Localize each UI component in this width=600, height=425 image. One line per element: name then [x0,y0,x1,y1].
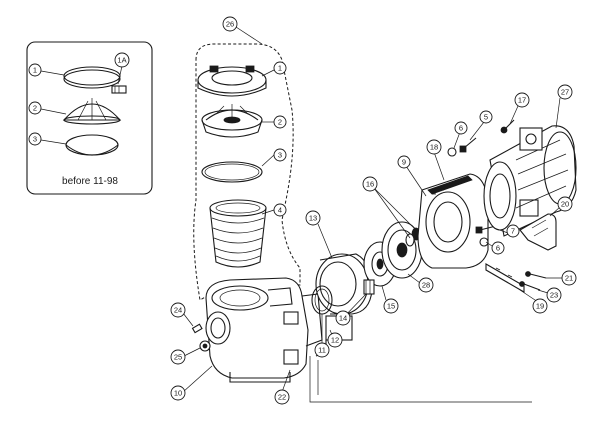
callout-1: 1 [273,61,287,75]
svg-text:28: 28 [422,281,430,290]
washer-6-bottom [479,237,489,247]
callout-18: 18 [426,139,442,155]
callout-4: 4 [273,203,287,217]
inset-callout-2: 2 [28,101,42,115]
svg-text:21: 21 [565,274,573,283]
callout-17: 17 [514,92,530,108]
svg-text:7: 7 [511,227,515,236]
base-bolt-21 [525,271,547,279]
inset-callout-1: 1 [28,63,42,77]
svg-text:26: 26 [226,20,234,29]
callout-10: 10 [170,385,186,401]
inset-o-ring [65,134,119,156]
svg-text:22: 22 [278,393,286,402]
callout-23: 23 [546,287,562,303]
callout-14: 14 [335,310,351,326]
svg-text:19: 19 [536,302,544,311]
strainer-basket [209,199,267,268]
svg-text:20: 20 [561,200,569,209]
assembly-line [309,356,532,403]
svg-text:1: 1 [278,64,282,73]
washer-6-top [447,147,457,157]
callout-5: 5 [479,110,493,124]
callout-24: 24 [170,302,186,318]
base-rail [485,263,525,293]
svg-text:27: 27 [561,88,569,97]
callout-6-bottom: 6 [491,241,505,255]
svg-text:3: 3 [278,151,282,160]
strainer-lid [197,65,267,97]
drain-plug-25 [199,340,211,352]
callout-2: 2 [273,115,287,129]
pump-housing [205,277,323,383]
callout-21: 21 [561,270,577,286]
svg-text:9: 9 [402,158,406,167]
callout-6-top: 6 [454,121,468,135]
svg-text:15: 15 [387,302,395,311]
motor [483,125,577,237]
callout-19: 19 [532,298,548,314]
callout-3: 3 [273,148,287,162]
svg-text:13: 13 [309,214,317,223]
callout-15: 15 [383,298,399,314]
svg-text:10: 10 [174,389,182,398]
shaft-seal [363,279,375,295]
svg-text:16: 16 [366,180,374,189]
svg-text:1A: 1A [117,56,126,65]
base-bolt-23 [519,281,541,291]
motor-foot [519,213,557,251]
svg-text:11: 11 [318,346,326,355]
callout-9: 9 [397,155,411,169]
strainer-o-ring [201,161,263,183]
drain-plug-24 [191,323,203,334]
inset-frame [26,41,153,195]
callout-11: 11 [314,342,330,358]
inset-panel: before 11-98 1 1A 2 3 [26,41,153,195]
svg-text:17: 17 [518,96,526,105]
seal-plate [315,253,373,357]
svg-text:5: 5 [484,113,488,122]
strainer-cover [201,104,263,138]
inset-lid [62,98,122,125]
svg-text:25: 25 [174,353,182,362]
svg-text:2: 2 [278,118,282,127]
inset-caption: before 11-98 [62,176,118,187]
callout-16: 16 [362,176,378,192]
callout-27: 27 [557,84,573,100]
motor-backplate [417,173,489,269]
svg-text:2: 2 [33,104,37,113]
callout-13: 13 [305,210,321,226]
callout-26: 26 [222,16,238,32]
inset-callout-1a: 1A [114,52,130,68]
callout-12: 12 [327,332,343,348]
callout-20: 20 [557,196,573,212]
svg-text:6: 6 [496,244,500,253]
svg-text:6: 6 [459,124,463,133]
svg-text:18: 18 [430,143,438,152]
svg-text:24: 24 [174,306,182,315]
svg-text:23: 23 [550,291,558,300]
screw-17 [500,119,515,134]
svg-text:4: 4 [278,206,282,215]
inset-callout-3: 3 [28,132,42,146]
leader-lines [182,26,563,393]
callout-7: 7 [506,224,520,238]
strainer-group-outline [193,43,301,301]
callout-22: 22 [274,389,290,405]
inset-clamp-ring [63,66,127,94]
svg-text:12: 12 [331,336,339,345]
svg-text:3: 3 [33,135,37,144]
callout-28: 28 [418,277,434,293]
bolt-5 [459,137,477,153]
svg-text:1: 1 [33,66,37,75]
svg-text:14: 14 [339,314,347,323]
callout-25: 25 [170,349,186,365]
